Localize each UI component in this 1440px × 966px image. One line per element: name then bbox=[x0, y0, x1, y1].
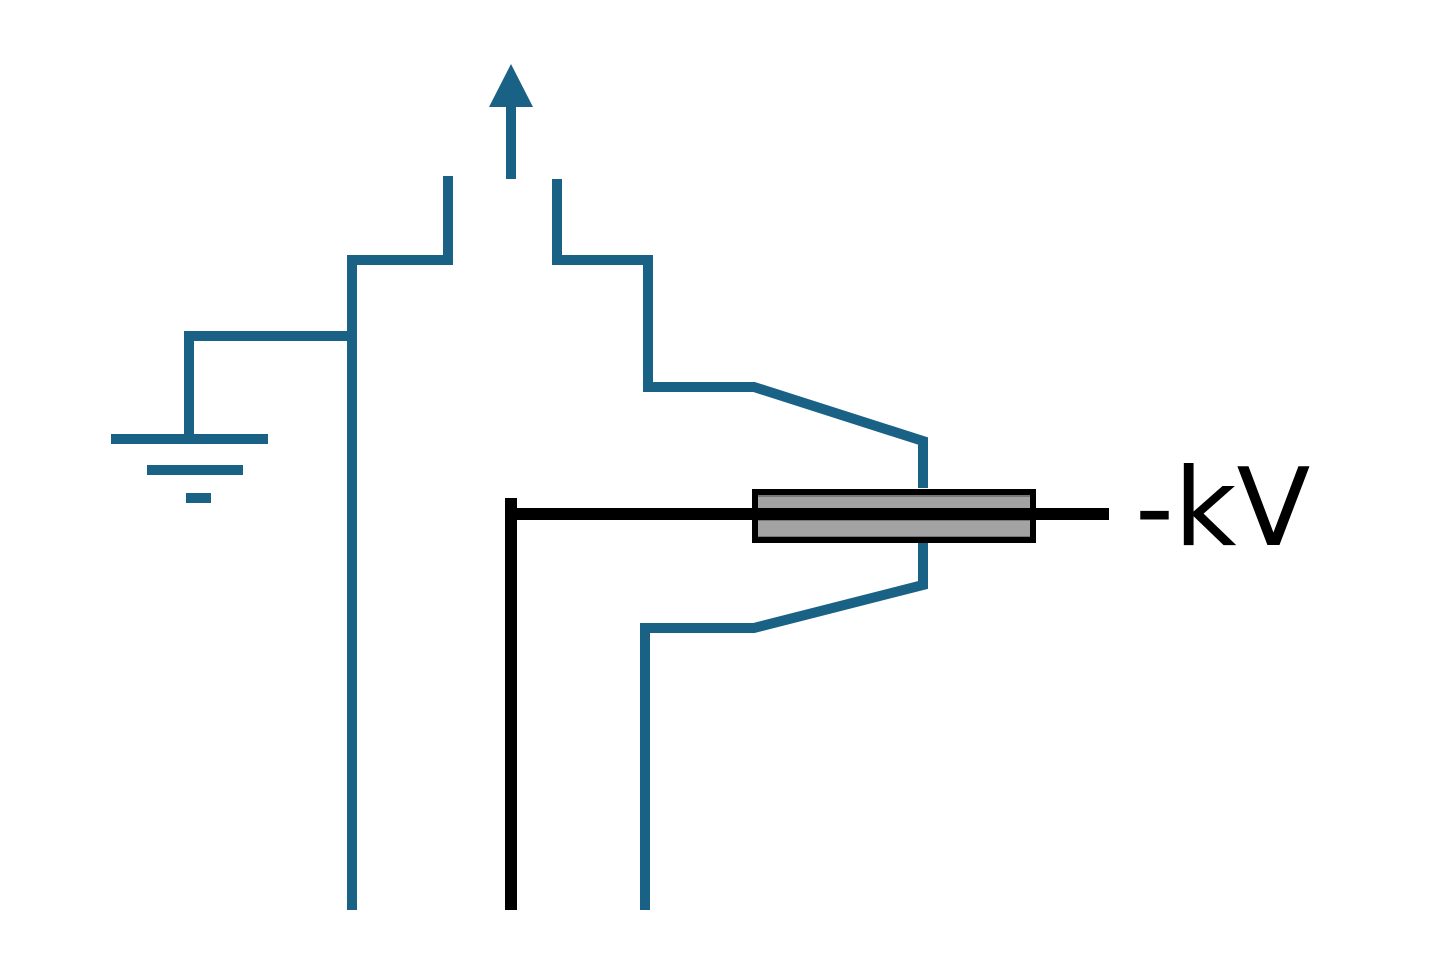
high-voltage-electrode bbox=[505, 498, 1109, 910]
ground-lead-wire bbox=[184, 331, 351, 436]
chamber-wall-right bbox=[552, 179, 928, 910]
up-arrow-icon bbox=[489, 64, 533, 179]
chamber-wall-left bbox=[347, 176, 453, 910]
voltage-label: -kV bbox=[1135, 446, 1310, 571]
ground-symbol-icon bbox=[111, 331, 351, 503]
